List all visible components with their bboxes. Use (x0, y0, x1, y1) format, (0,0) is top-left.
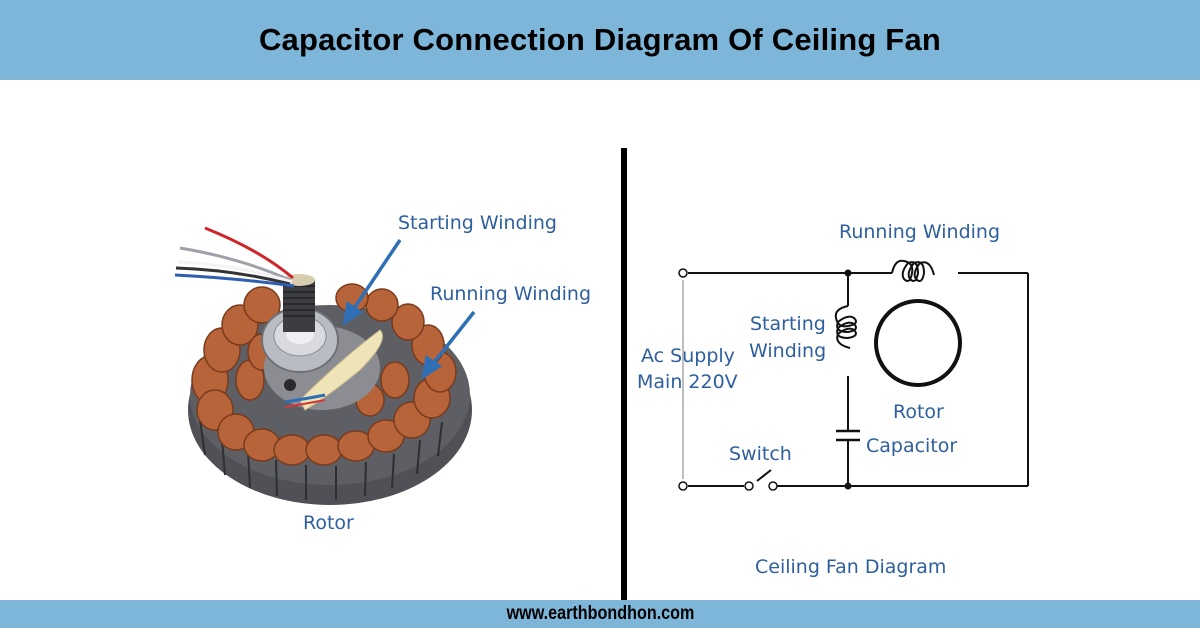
circuit-label-starting-2: Winding (749, 340, 827, 362)
circuit-label-ac-supply-2: Main 220V (637, 371, 738, 393)
arrow-starting-winding (351, 239, 402, 311)
header-banner: Capacitor Connection Diagram Of Ceiling … (0, 0, 1200, 80)
photo-label-starting-winding: Starting Winding (398, 212, 557, 234)
switch-contact-left (744, 481, 754, 491)
vertical-divider (621, 148, 627, 600)
arrow-head-running (421, 355, 443, 380)
lead-wires-sleeve (299, 329, 383, 411)
circuit-label-ac-supply-1: Ac Supply (641, 345, 735, 367)
arrow-head-starting (342, 301, 364, 326)
circuit-label-starting-1: Starting (750, 313, 826, 335)
circuit-label-running-winding: Running Winding (839, 221, 1001, 243)
circuit-label-capacitor: Capacitor (866, 435, 958, 457)
junction-bottom (844, 482, 852, 490)
footer-url[interactable]: www.earthbondhon.com (506, 603, 694, 624)
starting-winding-coil (834, 305, 857, 349)
circuit-label-switch: Switch (729, 443, 792, 465)
switch-blade (756, 469, 772, 482)
supply-wires (174, 226, 295, 288)
shaft (283, 280, 315, 332)
footer-banner: www.earthbondhon.com (0, 600, 1200, 628)
arrow-running-winding (430, 310, 476, 367)
stator-photo (174, 226, 472, 505)
copper-windings (191, 283, 457, 466)
terminal-top (678, 268, 688, 278)
photo-arrows (342, 239, 476, 380)
switch-contact-right (768, 481, 778, 491)
circuit-caption: Ceiling Fan Diagram (755, 556, 947, 578)
junction-top (844, 269, 852, 277)
photo-label-running-winding: Running Winding (430, 283, 592, 305)
page-title: Capacitor Connection Diagram Of Ceiling … (258, 22, 942, 57)
running-winding-coil (891, 259, 935, 282)
rotor-circle (874, 299, 962, 387)
photo-label-rotor: Rotor (303, 512, 354, 534)
terminal-bottom (678, 481, 688, 491)
circuit-label-rotor: Rotor (893, 401, 944, 423)
